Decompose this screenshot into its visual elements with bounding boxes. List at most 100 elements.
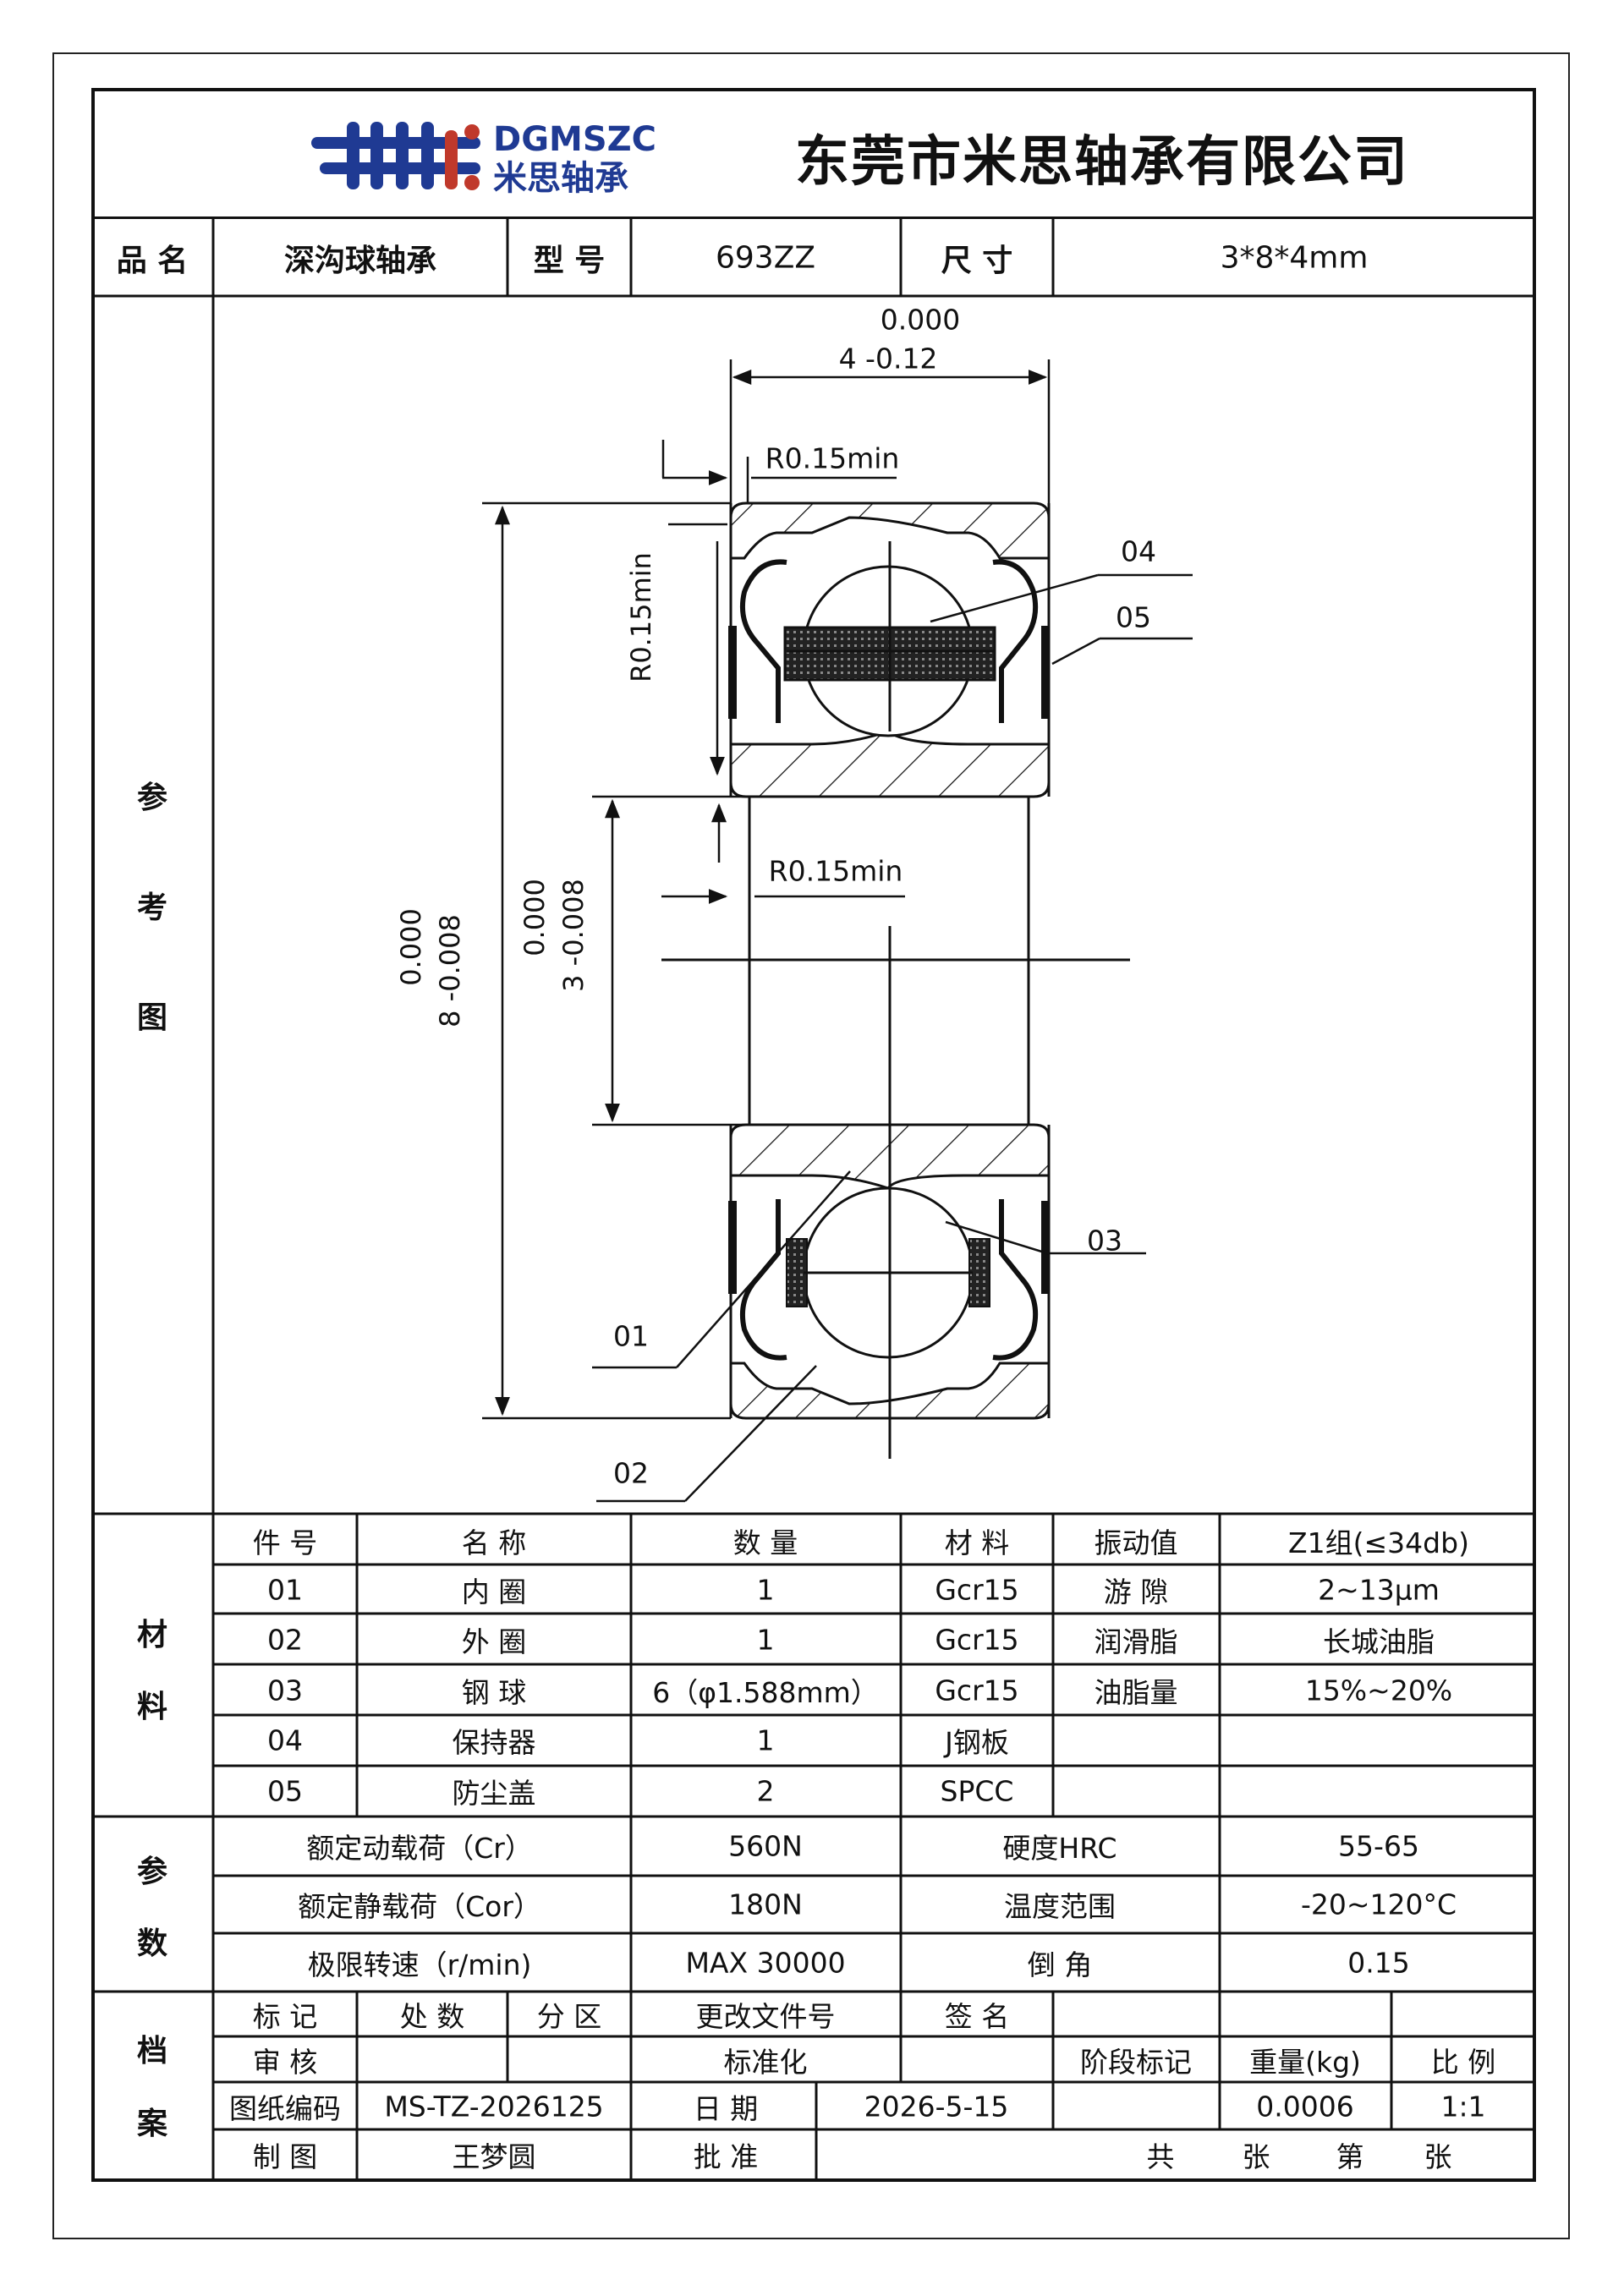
size-label: 尺 寸: [941, 244, 1013, 278]
archive-cell: 签 名: [944, 2000, 1010, 2033]
mat-cell: 2~13μm: [1318, 1573, 1440, 1607]
drawing-date: 2026-5-15: [864, 2090, 1009, 2123]
bore-dimension: 3 -0.008: [557, 879, 590, 992]
archive-cell: 制 图: [252, 2140, 318, 2173]
param-cell: -20~120°C: [1300, 1888, 1457, 1921]
sheet-total-label: 共: [1146, 2140, 1175, 2173]
materials-section-label-1: 材: [136, 1618, 168, 1652]
dimension-lines: [482, 359, 1193, 1503]
mat-cell: 外 圈: [461, 1625, 527, 1658]
mat-cell: Gcr15: [935, 1573, 1019, 1607]
model-value: 693ZZ: [715, 240, 816, 276]
archive-cell: 标准化: [723, 2046, 808, 2079]
mat-cell: 油脂量: [1094, 1676, 1178, 1709]
bore-tolerance-upper: 0.000: [518, 879, 551, 956]
mat-cell: 润滑脂: [1094, 1625, 1178, 1658]
weight-value: 0.0006: [1256, 2090, 1354, 2123]
title-block-header: DGMSZC 米思轴承 东莞市米思轴承有限公司: [91, 88, 1536, 219]
shield-left-bottom: [739, 1199, 787, 1361]
product-name: 深沟球轴承: [283, 244, 437, 278]
mat-cell: 01: [267, 1573, 303, 1607]
drawing-frame: [91, 88, 1536, 2182]
sheet-index-unit: 张: [1424, 2140, 1452, 2173]
width-tolerance-upper: 0.000: [880, 303, 961, 337]
param-cell: 额定动载荷（Cr）: [306, 1832, 533, 1865]
chamfer-top-label: R0.15min: [765, 441, 900, 475]
mat-cell: 03: [267, 1674, 303, 1707]
mat-cell: Gcr15: [935, 1623, 1019, 1657]
header-row-grid: [91, 219, 1536, 2182]
archive-cell: 阶段标记: [1080, 2046, 1192, 2079]
mat-cell: 游 隙: [1103, 1575, 1169, 1608]
params-section-label-1: 参: [136, 1855, 168, 1889]
drawing-section-label-3: 图: [136, 1000, 168, 1035]
archive-cell: 日 期: [693, 2092, 759, 2125]
cage-bottom-right: [968, 1238, 990, 1307]
chamfer-side-label: R0.15min: [625, 552, 657, 682]
param-cell: 硬度HRC: [1002, 1832, 1117, 1865]
shield-right-top: [992, 559, 1039, 723]
archive-cell: 标 记: [252, 2000, 318, 2033]
archive-section-label-2: 案: [136, 2107, 168, 2141]
outer-ring-bottom: [729, 1362, 1051, 1420]
mat-cell: 1: [756, 1723, 775, 1757]
mat-header-name: 名 称: [461, 1526, 527, 1559]
archive-cell: 图纸编码: [229, 2092, 341, 2125]
callout-02: 02: [613, 1456, 649, 1490]
mat-cell: J钢板: [945, 1726, 1009, 1759]
mat-cell: Gcr15: [935, 1674, 1019, 1707]
outer-border: [52, 52, 1570, 2239]
param-cell: 额定静载荷（Cor）: [298, 1890, 541, 1923]
mat-cell: 保持器: [452, 1726, 536, 1759]
archive-cell: 处 数: [399, 2000, 465, 2033]
logo-mark-icon: [311, 122, 480, 190]
callout-01: 01: [613, 1319, 649, 1353]
inner-ring-top: [729, 730, 1051, 798]
param-cell: MAX 30000: [685, 1946, 846, 1980]
od-dimension: 8 -0.008: [434, 914, 466, 1027]
archive-cell: 审 核: [252, 2046, 318, 2079]
mat-cell: 05: [267, 1774, 303, 1808]
callout-03: 03: [1087, 1224, 1122, 1258]
sheet-total-unit: 张: [1242, 2140, 1270, 2173]
shield-right-bottom: [992, 1199, 1039, 1361]
product-name-label: 品 名: [116, 244, 189, 278]
archive-cell: 分 区: [536, 2000, 602, 2033]
param-cell: 倒 角: [1027, 1948, 1093, 1981]
bearing-cross-section: [661, 501, 1130, 1459]
company-name: 东莞市米思轴承有限公司: [795, 131, 1409, 194]
mat-cell: 1: [756, 1573, 775, 1607]
drawing-section-label-1: 参: [136, 781, 168, 815]
mat-header-vibration: 振动值: [1094, 1526, 1178, 1559]
mat-header-material: 材 料: [944, 1526, 1010, 1559]
archive-section-label-1: 档: [136, 2034, 168, 2069]
param-cell: 极限转速（r/min): [307, 1948, 532, 1981]
logo-text-cn: 米思轴承: [493, 159, 628, 198]
mat-cell: 02: [267, 1623, 303, 1657]
scale-value: 1:1: [1440, 2090, 1486, 2123]
archive-cell: 比 例: [1430, 2046, 1496, 2079]
archive-cell: 批 准: [693, 2140, 759, 2173]
callout-05: 05: [1116, 600, 1151, 634]
param-cell: 温度范围: [1004, 1890, 1116, 1923]
param-cell: 55-65: [1338, 1829, 1419, 1863]
param-cell: 560N: [728, 1829, 803, 1863]
archive-grid: [213, 1992, 1536, 2182]
sheet-index-label: 第: [1336, 2140, 1364, 2173]
chamfer-bore-label: R0.15min: [768, 854, 903, 888]
mat-header-vibration-value: Z1组(≤34db): [1288, 1526, 1469, 1559]
drawing-section-label-2: 考: [136, 890, 168, 925]
outer-ring-top: [729, 501, 1051, 560]
mat-cell: 15%~20%: [1304, 1674, 1453, 1707]
callout-04: 04: [1121, 534, 1156, 568]
mat-cell: 钢 球: [461, 1676, 527, 1709]
company-logo: DGMSZC 米思轴承: [311, 120, 656, 198]
model-label: 型 号: [533, 244, 606, 278]
width-dimension: 4 -0.12: [838, 342, 938, 375]
size-value: 3*8*4mm: [1220, 240, 1369, 276]
materials-grid: [91, 1514, 1536, 1818]
mat-header-no: 件 号: [252, 1526, 318, 1559]
mat-cell: 长城油脂: [1323, 1625, 1435, 1658]
param-cell: 0.15: [1347, 1946, 1410, 1980]
